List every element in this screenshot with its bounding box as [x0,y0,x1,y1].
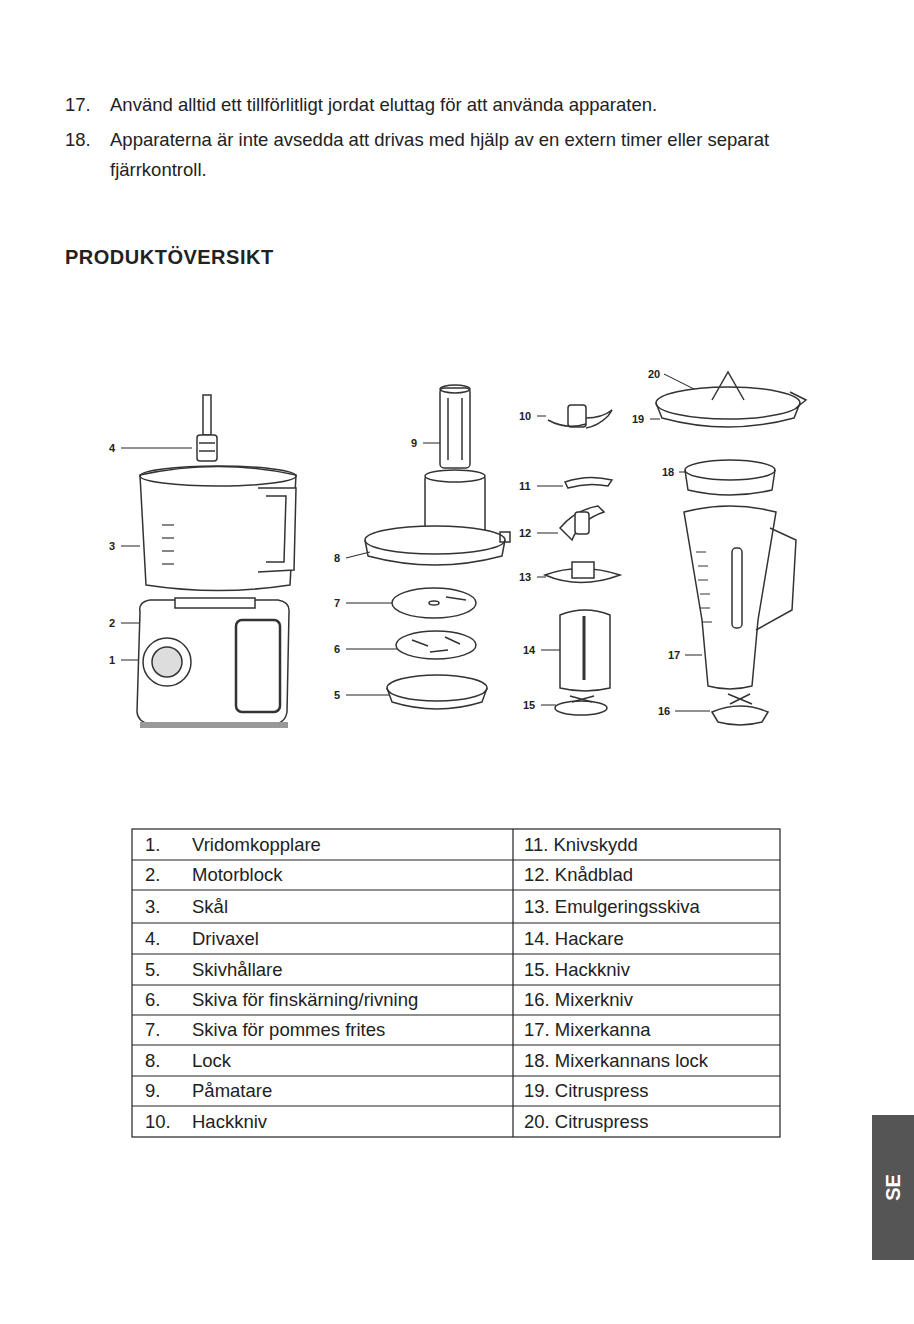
callout-number: 3 [109,540,115,552]
callout-number: 1 [109,654,115,666]
table-cell: 19. Citruspress [524,1079,648,1103]
table-number: 2. [145,863,160,887]
table-cell: 13. Emulgeringsskiva [524,895,700,919]
callout-number: 4 [109,442,115,454]
table-number: 1. [145,833,160,857]
callout-number: 14 [523,644,535,656]
language-code: SE [882,1174,905,1201]
table-number: 7. [145,1018,160,1042]
safety-note: Använd alltid ett tillförlitligt jordat … [110,90,840,120]
callout-number: 13 [519,571,531,583]
table-number: 10. [145,1110,171,1134]
table-cell: 20. Citruspress [524,1110,648,1134]
table-cell: Vridomkopplare [192,833,321,857]
callout-number: 18 [662,466,674,478]
table-cell: Skivhållare [192,958,283,982]
table-cell: 14. Hackare [524,927,624,951]
table-cell: 18. Mixerkannans lock [524,1049,708,1073]
callout-number: 20 [648,368,660,380]
callout-number: 8 [334,552,340,564]
callout-number: 7 [334,597,340,609]
callout-number: 5 [334,689,340,701]
callout-number: 11 [519,480,531,492]
table-cell: Skiva för finskärning/rivning [192,988,418,1012]
table-cell: 12. Knådblad [524,863,633,887]
table-number: 6. [145,988,160,1012]
table-cell: Skål [192,895,228,919]
callout-number: 12 [519,527,531,539]
table-cell: Påmatare [192,1079,272,1103]
table-cell: Lock [192,1049,231,1073]
table-number: 5. [145,958,160,982]
table-cell: Drivaxel [192,927,259,951]
safety-note: Apparaterna är inte avsedda att drivas m… [110,125,840,185]
table-cell: Skiva för pommes frites [192,1018,385,1042]
callout-number: 15 [523,699,535,711]
callout-number: 10 [519,410,531,422]
callout-number: 17 [668,649,680,661]
table-number: 4. [145,927,160,951]
table-cell: 17. Mixerkanna [524,1018,650,1042]
callout-number: 9 [411,437,417,449]
table-cell: 11. Knivskydd [524,833,638,857]
table-number: 8. [145,1049,160,1073]
language-tab: SE [872,1115,914,1260]
table-number: 9. [145,1079,160,1103]
section-heading: PRODUKTÖVERSIKT [65,246,274,269]
callout-number: 16 [658,705,670,717]
callout-number: 6 [334,643,340,655]
table-number: 3. [145,895,160,919]
callout-number: 19 [632,413,644,425]
table-cell: Hackkniv [192,1110,267,1134]
callout-number: 2 [109,617,115,629]
table-cell: Motorblock [192,863,282,887]
table-cell: 16. Mixerkniv [524,988,633,1012]
table-cell: 15. Hackkniv [524,958,630,982]
item-number: 17. [65,90,91,120]
item-number: 18. [65,125,91,155]
